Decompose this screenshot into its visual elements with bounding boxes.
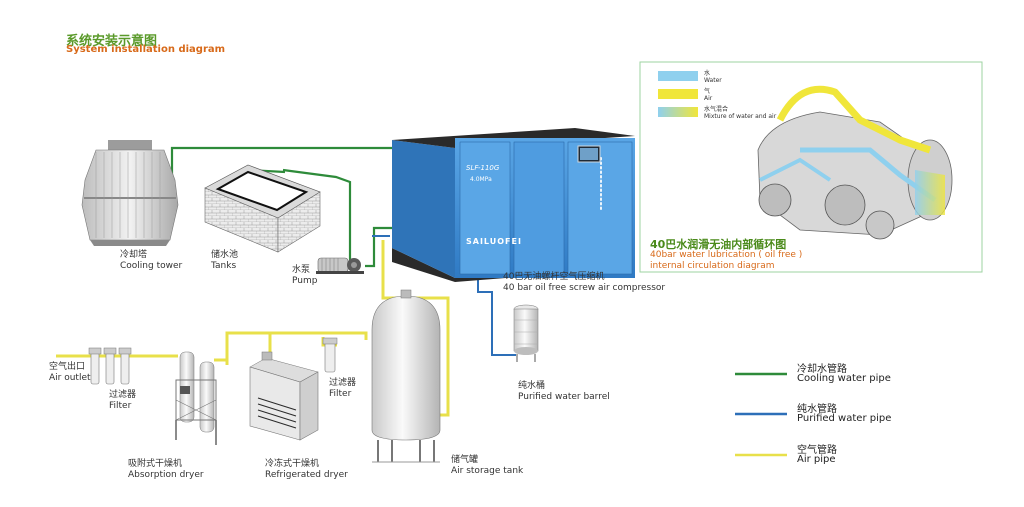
inset-title-cn: 40巴水润滑无油内部循环图 [650,238,787,251]
refrigerated-dryer [249,351,319,441]
legend-air-en: Air pipe [797,454,836,465]
legend-cooling-cn: 冷却水管路 [797,364,847,375]
diagram-title-cn: 系统安装示意图 [66,34,158,49]
absorption-dryer [175,351,217,445]
legend-purified-en: Purified water pipe [797,413,892,424]
water-tank [204,164,321,253]
water-pump [316,257,364,274]
legend-purified-cn: 纯水管路 [797,404,837,415]
cooling-tower [81,140,179,246]
internal-circulation-inset [639,61,983,273]
diagram-title-en: System installation diagram [66,44,226,55]
legend-cooling-en: Cooling water pipe [797,373,891,384]
inset-title-en: 40bar water lubrication ( oil free )inte… [650,250,803,271]
filter-group-left [88,347,132,385]
purified-water-pipes [372,235,516,356]
circulation-machine-illustration [757,85,953,240]
filter-right [322,337,338,373]
legend-air-cn: 空气管路 [797,445,837,456]
air-storage-tank [371,289,441,463]
compressor-pressure: 4.0MPa [470,176,492,183]
compressor-model: SLF-110G [466,164,500,172]
pipe-legend [735,372,787,457]
purified-water-barrel [513,304,539,362]
air-compressor [392,128,635,282]
compressor-brand: SAILUOFEI [466,237,522,246]
